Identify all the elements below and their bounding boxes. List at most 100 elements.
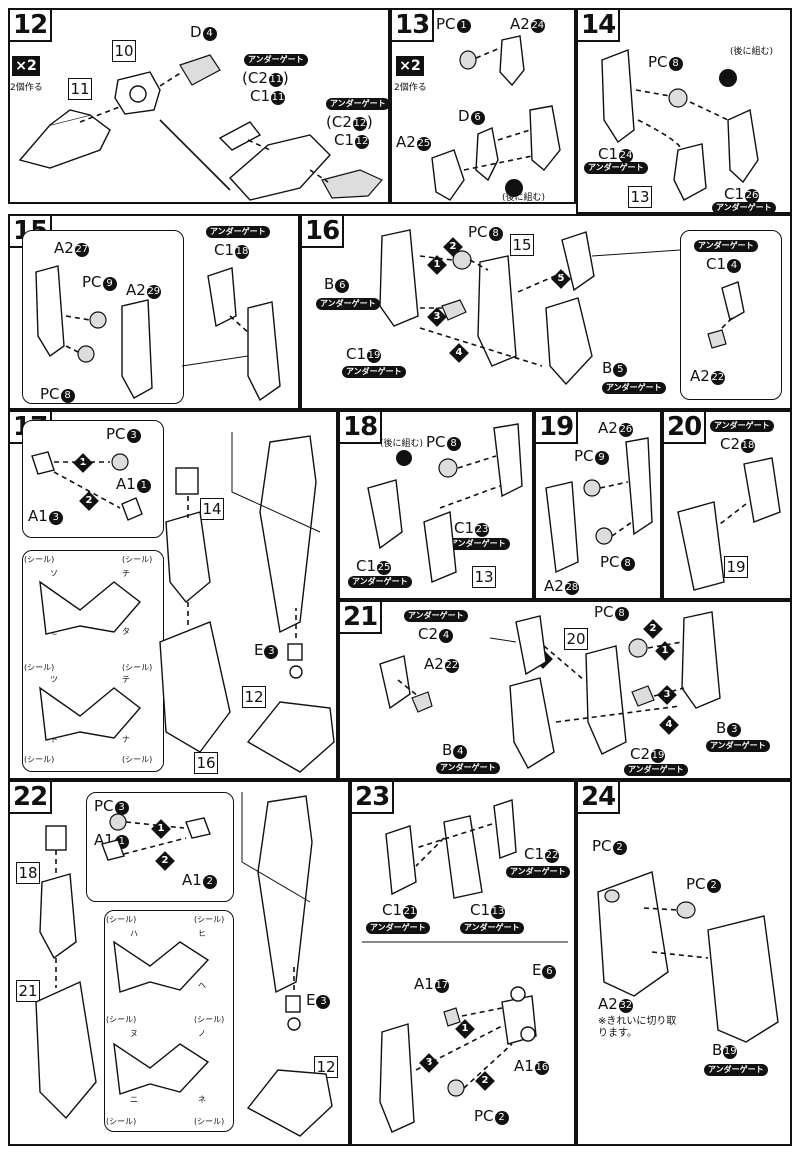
seal-label: (シール) <box>24 555 55 564</box>
under-gate-badge: アンダーゲート <box>584 162 648 174</box>
under-gate-badge: アンダーゲート <box>366 922 430 934</box>
seal-code: ハ <box>130 929 138 938</box>
seal-code: ネ <box>198 1095 206 1104</box>
under-gate-badge: アンダーゲート <box>694 240 758 252</box>
step-15-illustration <box>35 265 281 402</box>
under-gate-badge: アンダーゲート <box>342 366 406 378</box>
under-gate-badge: アンダーゲート <box>326 98 388 110</box>
step-14-illustration <box>601 49 759 201</box>
seal-code: テ <box>122 675 130 684</box>
cut-cleanly-note: ※きれいに切り取ります。 <box>598 1016 677 1039</box>
seal-code: ソ <box>50 569 58 578</box>
step-number: 24 <box>578 782 621 814</box>
under-gate-badge: アンダーゲート <box>706 740 770 752</box>
part-ref-box: 14 <box>200 498 224 520</box>
seal-label: (シール) <box>194 915 225 924</box>
step-17-illustration <box>31 432 335 773</box>
under-gate-badge: アンダーゲート <box>506 866 570 878</box>
seal-label: (シール) <box>194 1015 225 1024</box>
part-ref-box: 13 <box>628 186 652 208</box>
seal-code: ニ <box>130 1095 138 1104</box>
part-ref-box: 15 <box>510 234 534 256</box>
under-gate-badge: アンダーゲート <box>460 922 524 934</box>
step-16-illustration <box>379 229 745 386</box>
part-ref-box: 12 <box>242 686 266 708</box>
seal-label: (シール) <box>24 755 55 764</box>
under-gate-badge: アンダーゲート <box>404 610 468 622</box>
seal-label: (シール) <box>194 1117 225 1126</box>
assemble-later-note: (後に組む) <box>380 439 424 449</box>
step-number: 16 <box>302 216 345 248</box>
under-gate-badge: アンダーゲート <box>244 54 308 66</box>
seal-code: ヌ <box>130 1029 138 1038</box>
step-23-illustration <box>362 799 568 1133</box>
under-gate-badge: アンダーゲート <box>348 576 412 588</box>
x2-note: 2個作る <box>10 83 43 93</box>
step-19-illustration <box>545 437 653 574</box>
step-18-illustration <box>367 423 523 583</box>
seal-label: (シール) <box>106 915 137 924</box>
step-number: 18 <box>340 412 383 444</box>
step-number: 19 <box>536 412 579 444</box>
part-ref-box: 13 <box>472 566 496 588</box>
step-22-illustration <box>35 792 333 1137</box>
step-number: 20 <box>664 412 707 444</box>
under-gate-badge: アンダーゲート <box>436 762 500 774</box>
under-gate-badge: アンダーゲート <box>704 1064 768 1076</box>
step-17-panel: 17 PC3 A11 A13 1 2 (シール) (シール) ソ チ セ タ (… <box>8 410 338 780</box>
seal-code: ツ <box>50 675 58 684</box>
step-number: 13 <box>392 10 435 42</box>
part-ref-box: 12 <box>314 1056 338 1078</box>
seal-code: タ <box>122 627 130 636</box>
seal-code: ノ <box>198 1029 206 1038</box>
seal-code: チ <box>122 569 130 578</box>
under-gate-badge: アンダーゲート <box>316 298 380 310</box>
seal-label: (シール) <box>122 755 153 764</box>
under-gate-badge: アンダーゲート <box>206 226 270 238</box>
step-12-illustration <box>18 54 383 201</box>
